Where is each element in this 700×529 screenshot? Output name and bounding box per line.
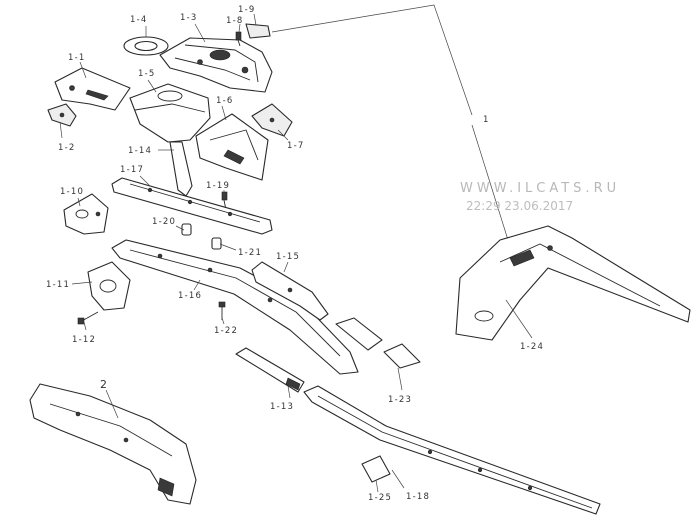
label-1-8: 1-8 — [226, 16, 243, 26]
part-1-6-panel[interactable] — [195, 113, 269, 181]
label-1-20: 1-20 — [152, 217, 176, 227]
label-1-21: 1-21 — [238, 248, 262, 258]
part-1-11-bracket[interactable] — [87, 261, 131, 311]
part-1-7-bracket[interactable] — [251, 103, 293, 137]
part-1-12-bolt[interactable] — [77, 311, 99, 325]
label-1-11: 1-11 — [46, 280, 70, 290]
label-1-10: 1-10 — [60, 187, 84, 197]
label-1-9: 1-9 — [238, 5, 255, 15]
part-1-22-stud[interactable] — [218, 301, 226, 320]
part-1-16-side-member[interactable] — [111, 239, 359, 375]
label-1-24: 1-24 — [520, 342, 544, 352]
part-1-15-bracket[interactable] — [251, 261, 329, 321]
part-1-18-floor-rail[interactable] — [303, 385, 601, 515]
leader-lines — [59, 13, 533, 493]
label-1-18: 1-18 — [406, 492, 430, 502]
part-1-17-rail[interactable] — [111, 177, 273, 235]
label-1-22: 1-22 — [214, 326, 238, 336]
label-1-4: 1-4 — [130, 15, 147, 25]
label-2: 2 — [100, 378, 107, 391]
label-1-7: 1-7 — [287, 141, 304, 151]
part-1-8-clip[interactable] — [235, 31, 242, 47]
part-1-20-bushing[interactable] — [181, 223, 192, 236]
label-1-15: 1-15 — [276, 252, 300, 262]
label-1: 1 — [483, 115, 490, 125]
part-1-13-bracket[interactable] — [235, 347, 305, 393]
label-1-16: 1-16 — [178, 291, 202, 301]
label-1-14: 1-14 — [128, 146, 152, 156]
label-1-2: 1-2 — [58, 143, 75, 153]
label-1-6: 1-6 — [216, 96, 233, 106]
label-1-12: 1-12 — [72, 335, 96, 345]
label-1-13: 1-13 — [270, 402, 294, 412]
label-1-3: 1-3 — [180, 13, 197, 23]
part-labels: 1 1-1 1-2 1-3 1-4 1-5 1-6 1-7 1-8 1-9 1-… — [46, 5, 544, 503]
watermark-site: WWW.ILCATS.RU — [460, 181, 620, 196]
part-1-2-bracket[interactable] — [47, 103, 77, 127]
label-1-23: 1-23 — [388, 395, 412, 405]
label-1-5: 1-5 — [138, 69, 155, 79]
label-1-1: 1-1 — [68, 53, 85, 63]
part-1-23-plates[interactable] — [335, 317, 421, 369]
part-1-24-rear-assembly[interactable] — [455, 225, 691, 341]
label-1-25: 1-25 — [368, 493, 392, 503]
part-1-10-bracket[interactable] — [63, 193, 109, 235]
part-1-leader — [271, 4, 509, 241]
part-1-5-cowl-panel[interactable] — [129, 83, 211, 143]
part-1-3-dash-panel-upper[interactable] — [159, 37, 273, 93]
part-1-4-gasket[interactable] — [123, 36, 169, 56]
label-1-17: 1-17 — [120, 165, 144, 175]
label-1-19: 1-19 — [206, 181, 230, 191]
part-1-25-bracket[interactable] — [361, 455, 391, 483]
watermark-timestamp: 22:29 23.06.2017 — [466, 199, 573, 213]
part-1-14-pillar[interactable] — [169, 141, 193, 197]
part-1-9-bracket[interactable] — [245, 23, 271, 39]
watermark: WWW.ILCATS.RU 22:29 23.06.2017 — [460, 181, 620, 213]
part-1-21-bushing[interactable] — [211, 237, 222, 250]
part-2-apron-panel[interactable] — [29, 383, 197, 505]
part-1-1-plate[interactable] — [54, 67, 131, 111]
